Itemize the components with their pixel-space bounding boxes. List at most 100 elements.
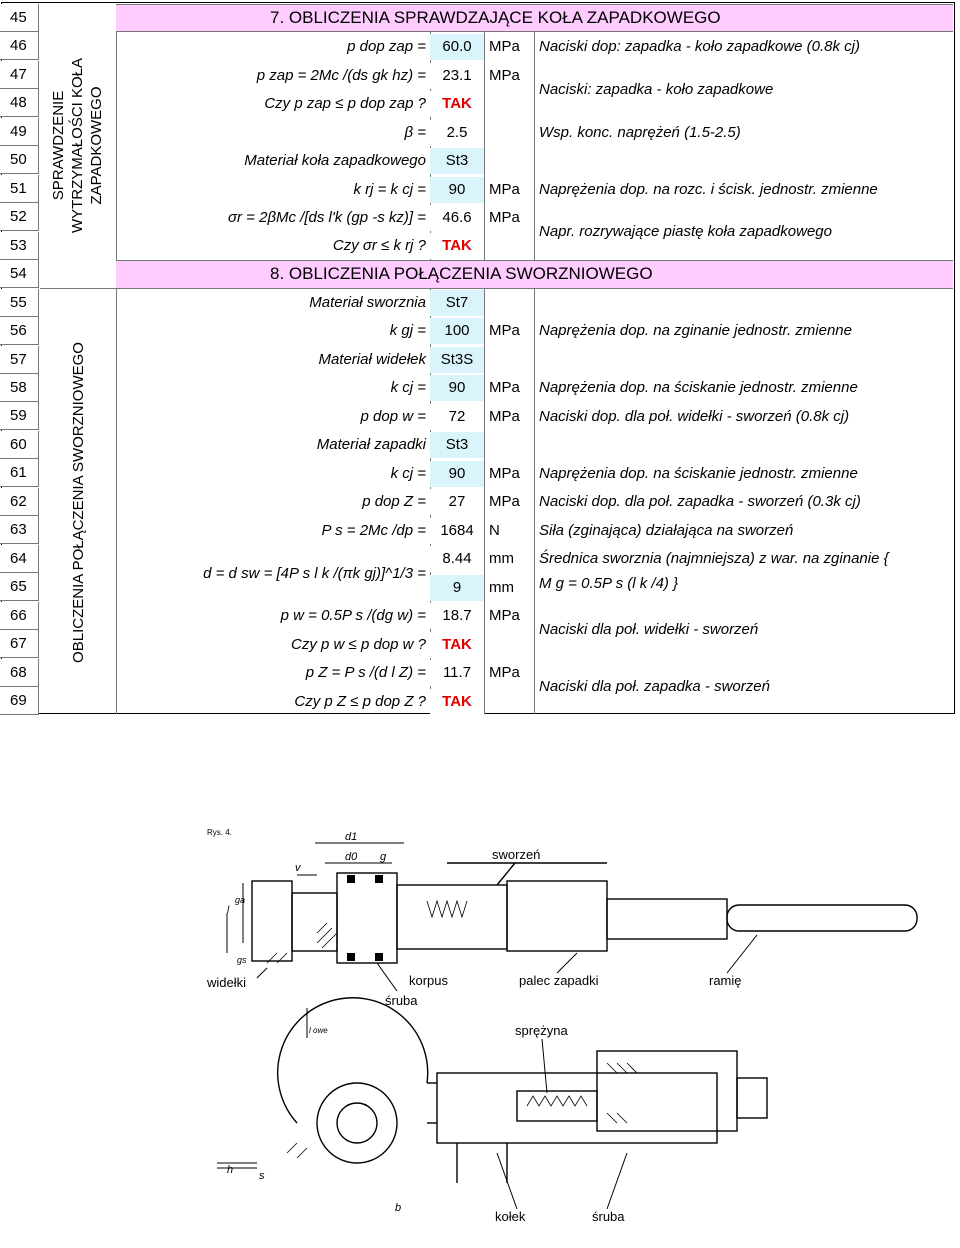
note-p-dop-w: Naciski dop. dla poł. widełki - sworzeń … (539, 408, 850, 425)
row-number: 52 (0, 203, 39, 232)
row-number: 51 (0, 174, 39, 203)
label-kgj: k gj = (389, 322, 426, 339)
unit-sigma-r: MPa (489, 209, 520, 226)
note-naciski-zapadka: Naciski: zapadka - koło zapadkowe (539, 81, 774, 98)
label-sigma-r: σr = 2βMc /[ds l'k (gp -s kz)] = (227, 209, 426, 226)
value-material-sworznia: St7 (430, 290, 484, 316)
label-ramie: ramię (709, 973, 742, 988)
value-p-dop-zap: 60.0 (430, 34, 484, 60)
note-p-dop-z: Naciski dop. dla poł. zapadka - sworzeń … (539, 493, 861, 510)
row-number: 56 (0, 317, 39, 346)
label-pw: p w = 0.5P s /(dg w) = (280, 607, 426, 624)
value-pz: 11.7 (430, 660, 484, 686)
row-number: 55 (0, 288, 39, 317)
note-kcj-zapadka: Naprężenia dop. na ściskanie jednostr. z… (539, 465, 858, 482)
label-material-kolo: Materiał koła zapadkowego (244, 152, 426, 169)
row-number: 49 (0, 117, 39, 146)
row-number: 61 (0, 459, 39, 488)
label-sworzen: sworzeń (492, 847, 540, 862)
row-number: 58 (0, 373, 39, 402)
label-p-dop-w: p dop w = (360, 408, 426, 425)
note-p-dop-zap: Naciski dop: zapadka - koło zapadkowe (0… (539, 38, 860, 55)
note-d-line1: Średnica sworznia (najmniejsza) z war. n… (539, 550, 889, 567)
dim-l-owe: l owe (309, 1026, 328, 1035)
value-beta: 2.5 (430, 120, 484, 146)
dim-gs: gs (237, 955, 247, 965)
label-check-pw: Czy p w ≤ p dop w ? (291, 636, 426, 653)
side-label-section1: SPRAWDZENIE WYTRZYMAŁOŚCI KOŁA ZAPADKOWE… (50, 57, 106, 233)
side-column-border (116, 32, 117, 714)
dim-g: g (380, 851, 387, 863)
value-col-right-border (484, 32, 485, 260)
dim-h: h (227, 1164, 233, 1176)
row-number: 63 (0, 516, 39, 545)
row-number: 50 (0, 146, 39, 175)
unit-p-zap: MPa (489, 67, 520, 84)
note-napr-rozrywajace: Napr. rozrywające piastę koła zapadkoweg… (539, 223, 832, 240)
note-krj: Naprężenia dop. na rozc. i ścisk. jednos… (539, 181, 878, 198)
dim-d0: d0 (345, 851, 358, 863)
value-d-chosen: 9 (430, 575, 484, 601)
label-p-dop-zap: p dop zap = (347, 38, 426, 55)
value-col-left-border (430, 32, 431, 260)
value-sigma-r: 46.6 (430, 205, 484, 231)
label-d-sworznia: d = d sw = [4P s l k /(πk gj)]^1/3 = (203, 565, 426, 582)
dim-l: l (227, 905, 230, 916)
unit-d-computed: mm (489, 550, 514, 567)
row-number: 67 (0, 630, 39, 659)
label-kolek: kołek (495, 1209, 526, 1224)
label-p-zap: p zap = 2Mc /(ds gk hz) = (256, 67, 426, 84)
note-kgj: Naprężenia dop. na zginanie jednostr. zm… (539, 322, 852, 339)
unit-krj: MPa (489, 181, 520, 198)
value-kcj-zapadka: 90 (430, 461, 484, 487)
value-kgj: 100 (430, 318, 484, 344)
value-p-dop-w: 72 (430, 404, 484, 430)
row-number: 47 (0, 60, 39, 89)
row-number: 66 (0, 601, 39, 630)
unit-col-right-border-2 (534, 289, 535, 714)
unit-p-dop-z: MPa (489, 493, 520, 510)
label-check-pz: Czy p Z ≤ p dop Z ? (294, 693, 426, 710)
value-krj: 90 (430, 177, 484, 203)
row-number: 62 (0, 487, 39, 516)
dim-d1: d1 (345, 831, 357, 843)
row-number: 65 (0, 573, 39, 602)
value-check-pw: TAK (430, 632, 484, 658)
heading-section-7: 7. OBLICZENIA SPRAWDZAJĄCE KOŁA ZAPADKOW… (270, 8, 721, 27)
label-sruba-top: śruba (385, 993, 418, 1008)
unit-p-dop-w: MPa (489, 408, 520, 425)
note-naciski-widelki: Naciski dla poł. widełki - sworzeń (539, 621, 759, 638)
row-number: 64 (0, 544, 39, 573)
heading-row-7-bg (116, 4, 953, 32)
unit-kcj-zapadka: MPa (489, 465, 520, 482)
label-material-widelek: Materiał widełek (318, 351, 426, 368)
label-sprezyna: sprężyna (515, 1023, 569, 1038)
value-d-computed: 8.44 (430, 546, 484, 572)
row-number: 54 (0, 260, 39, 289)
label-kcj-zapadka: k cj = (390, 465, 426, 482)
label-beta: β = (404, 124, 427, 141)
heading-row-8-bg (116, 260, 953, 289)
row-number: 53 (0, 231, 39, 260)
row-number: 68 (0, 658, 39, 687)
label-krj: k rj = k cj = (353, 181, 426, 198)
side-section-divider (40, 288, 116, 289)
unit-ps: N (489, 522, 500, 539)
row-number: 48 (0, 89, 39, 118)
value-material-kolo: St3 (430, 148, 484, 174)
value-check-pz: TAK (430, 689, 484, 715)
note-d-line2: M g = 0.5P s (l k /4) } (539, 575, 679, 592)
row-number: 60 (0, 430, 39, 459)
dim-b: b (395, 1202, 401, 1214)
figure-caption: Rys. 4. (207, 828, 232, 837)
note-naciski-zapadka-sworzen: Naciski dla poł. zapadka - sworzeń (539, 678, 770, 695)
unit-kcj-widelki: MPa (489, 379, 520, 396)
dim-v: v (295, 862, 302, 874)
label-check-p-zap: Czy p zap ≤ p dop zap ? (264, 95, 426, 112)
unit-kgj: MPa (489, 322, 520, 339)
label-palec-zapadki: palec zapadki (519, 973, 599, 988)
row-number: 46 (0, 32, 39, 61)
note-ps: Siła (zginająca) działająca na sworzeń (539, 522, 794, 539)
value-p-dop-z: 27 (430, 489, 484, 515)
unit-col-right-border (534, 32, 535, 260)
